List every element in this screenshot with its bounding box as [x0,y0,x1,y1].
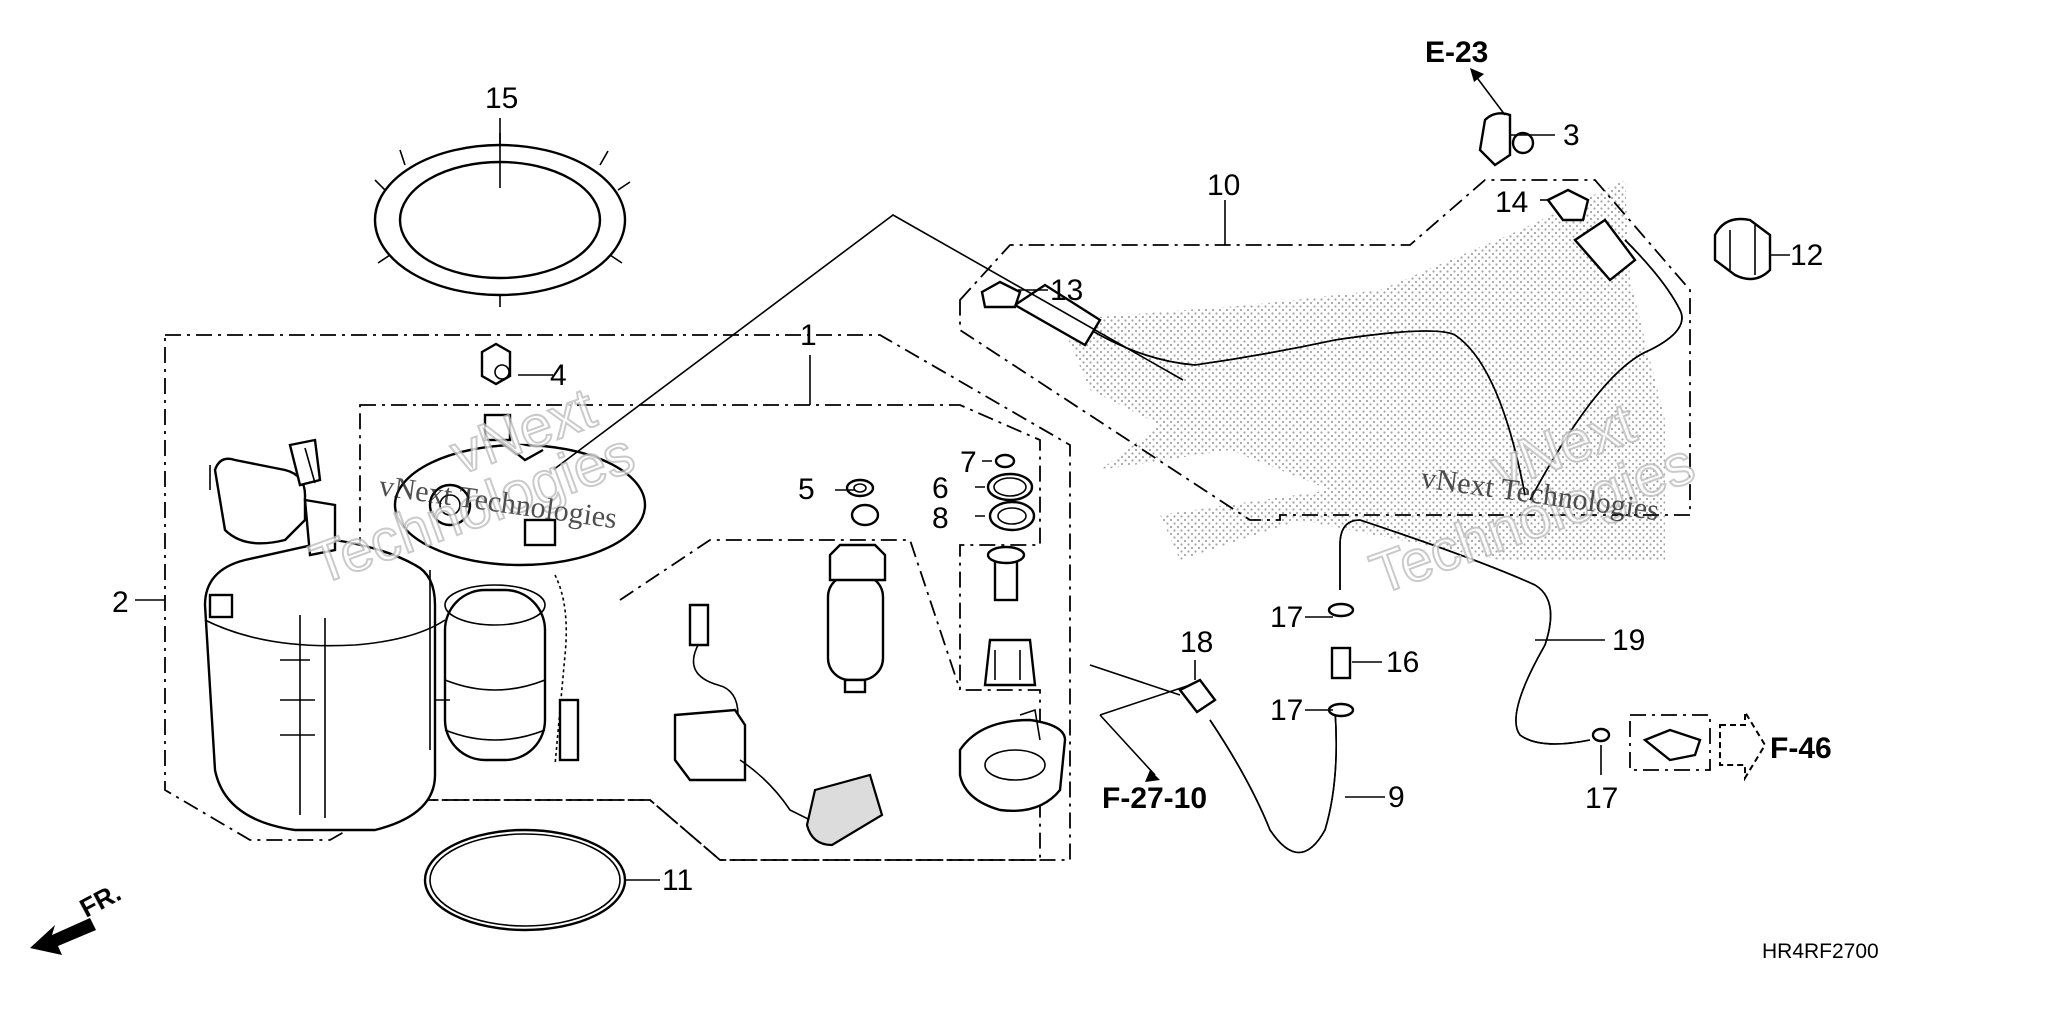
callout-17-right: 17 [1585,782,1618,815]
level-sender-part [673,603,884,847]
callout-7: 7 [960,446,977,479]
callout-19: 19 [1612,624,1645,657]
ref-e23: E-23 [1425,36,1488,69]
group-17-boundary [1629,714,1711,771]
callout-2: 2 [112,586,129,619]
callout-6: 6 [932,472,949,505]
leader-lines [135,68,1790,881]
f46-arrow [1719,708,1767,782]
callout-5: 5 [798,473,815,506]
callout-17-top: 17 [1270,601,1303,634]
callout-17-mid: 17 [1270,694,1303,727]
callout-numbers: 15 4 1 2 5 7 6 8 10 3 14 13 12 11 17 16 … [112,82,1823,897]
callout-18: 18 [1180,626,1213,659]
callout-4: 4 [550,359,567,392]
lock-ring-part [373,133,631,307]
filter-cup-part [958,708,1067,812]
callout-10: 10 [1207,169,1240,202]
callout-9: 9 [1388,781,1405,814]
regulator-part [983,545,1037,687]
housing-part [203,438,446,832]
grommet-part [480,342,512,386]
callout-14: 14 [1495,186,1528,219]
fuel-line-10 [1012,218,1683,501]
group-boundaries [164,179,1711,861]
callout-15: 15 [485,82,518,115]
callout-13: 13 [1050,274,1083,307]
callout-1: 1 [800,319,817,352]
callout-12: 12 [1790,239,1823,272]
pump-module-part [393,413,647,766]
direction-label: FR. [75,877,126,923]
callout-3: 3 [1563,119,1580,152]
group-inner-boundary [619,539,961,691]
pump-motor-part [826,543,887,694]
group-10-boundary [959,179,1691,521]
callout-16: 16 [1386,646,1419,679]
front-direction-arrow [30,918,96,955]
ref-f46: F-46 [1770,732,1832,765]
dotted-shading [1060,180,1665,560]
diagram-code: HR4RF2700 [1762,940,1879,963]
callout-8: 8 [932,502,949,535]
o-ring-part [423,828,627,932]
clip-parts [980,112,1772,309]
callout-11: 11 [662,864,693,897]
ref-f2710: F-27-10 [1102,782,1207,815]
hoses [1178,519,1702,854]
seal-parts [845,453,1036,532]
